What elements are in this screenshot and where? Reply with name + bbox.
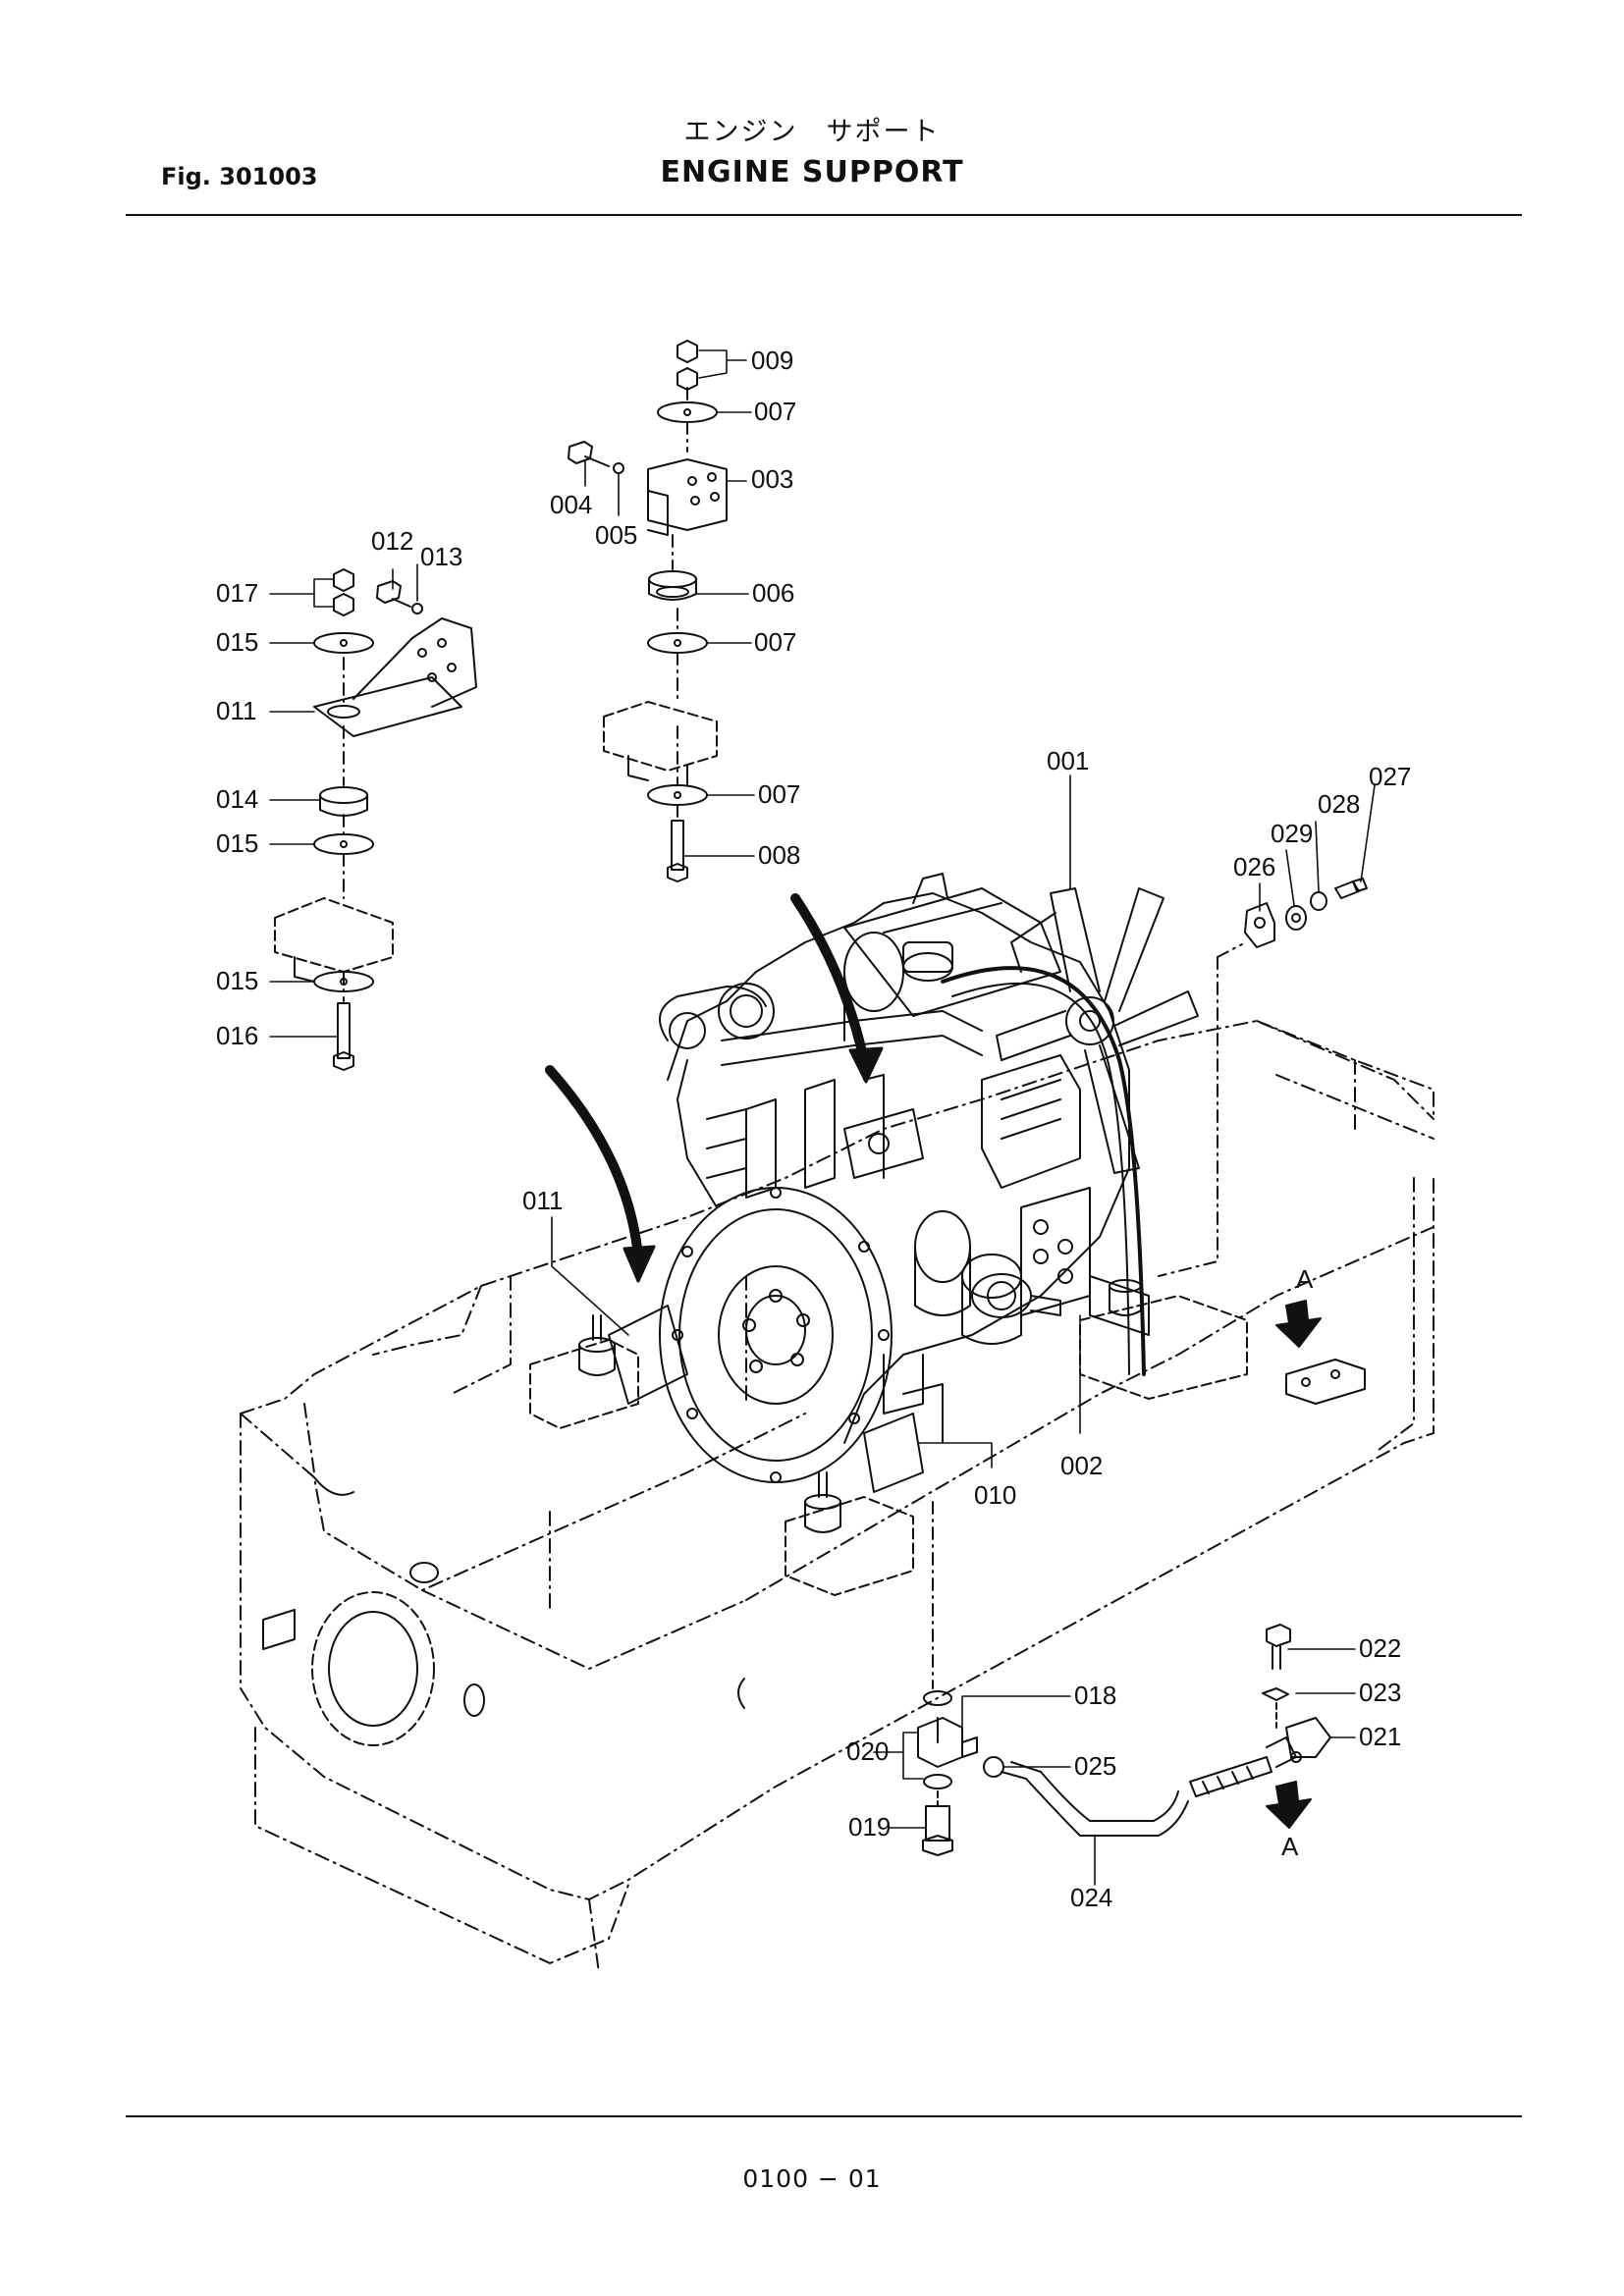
view-a-label-lower: A	[1281, 1832, 1299, 1861]
callout-013: 013	[420, 542, 462, 571]
callout-004: 004	[550, 490, 592, 519]
view-a-label-upper: A	[1296, 1264, 1314, 1294]
frame-mount-left	[529, 1314, 639, 1429]
title-english: ENGINE SUPPORT	[660, 155, 964, 189]
callout-010: 010	[974, 1480, 1016, 1510]
cooling-fan	[996, 887, 1199, 1174]
callout-029: 029	[1271, 819, 1313, 848]
drain-block-group	[917, 1501, 1331, 1856]
callout-019: 019	[848, 1812, 891, 1842]
callout-026: 026	[1233, 852, 1275, 881]
frame-mount-front	[785, 1471, 914, 1596]
callout-008: 008	[758, 840, 800, 870]
callout-006: 006	[752, 578, 794, 608]
title-japanese: エンジン サポート	[683, 117, 941, 147]
install-arrows	[545, 893, 884, 1283]
callout-017: 017	[216, 578, 258, 608]
frame-openings	[262, 1562, 745, 1746]
callout-018: 018	[1074, 1681, 1116, 1710]
callout-027: 027	[1369, 762, 1411, 791]
chassis-frame	[240, 1020, 1435, 1974]
callout-007-mid: 007	[754, 627, 796, 657]
figure-number: Fig. 301003	[161, 163, 318, 190]
callout-015-top: 015	[216, 627, 258, 657]
callout-012: 012	[371, 526, 413, 556]
callout-001: 001	[1047, 746, 1089, 775]
callout-015-mid: 015	[216, 828, 258, 858]
callout-labels: 009 007 003 004 005 006 007 007 008 012 …	[216, 346, 1411, 1912]
view-a-arrows	[1266, 1300, 1322, 1829]
callout-003: 003	[751, 464, 793, 494]
callout-025: 025	[1074, 1751, 1116, 1781]
mount-003-stack	[568, 340, 728, 882]
engine-assembly	[608, 873, 1150, 1493]
page-number: 0100 − 01	[742, 2164, 882, 2193]
callout-022: 022	[1359, 1633, 1401, 1663]
callout-015-bottom: 015	[216, 966, 258, 995]
callout-020: 020	[846, 1736, 889, 1766]
callout-021: 021	[1359, 1722, 1401, 1751]
callout-011-top: 011	[216, 696, 256, 725]
callout-007-top: 007	[754, 397, 796, 426]
callout-005: 005	[595, 520, 637, 550]
callout-028: 028	[1318, 789, 1360, 819]
callout-011-frame: 011	[522, 1186, 563, 1215]
leader-lines	[269, 349, 1376, 1886]
callout-014: 014	[216, 784, 258, 814]
frame-mount-right	[1079, 1279, 1366, 1405]
callout-024: 024	[1070, 1883, 1112, 1912]
callout-007-bottom: 007	[758, 779, 800, 809]
footer-rule	[126, 2115, 1522, 2117]
callout-009: 009	[751, 346, 793, 375]
callout-023: 023	[1359, 1678, 1401, 1707]
callout-002: 002	[1060, 1451, 1103, 1480]
header-rule	[126, 214, 1522, 216]
mount-011-stack	[274, 568, 477, 1071]
bracket-026-group	[1158, 878, 1368, 1277]
callout-016: 016	[216, 1021, 258, 1050]
